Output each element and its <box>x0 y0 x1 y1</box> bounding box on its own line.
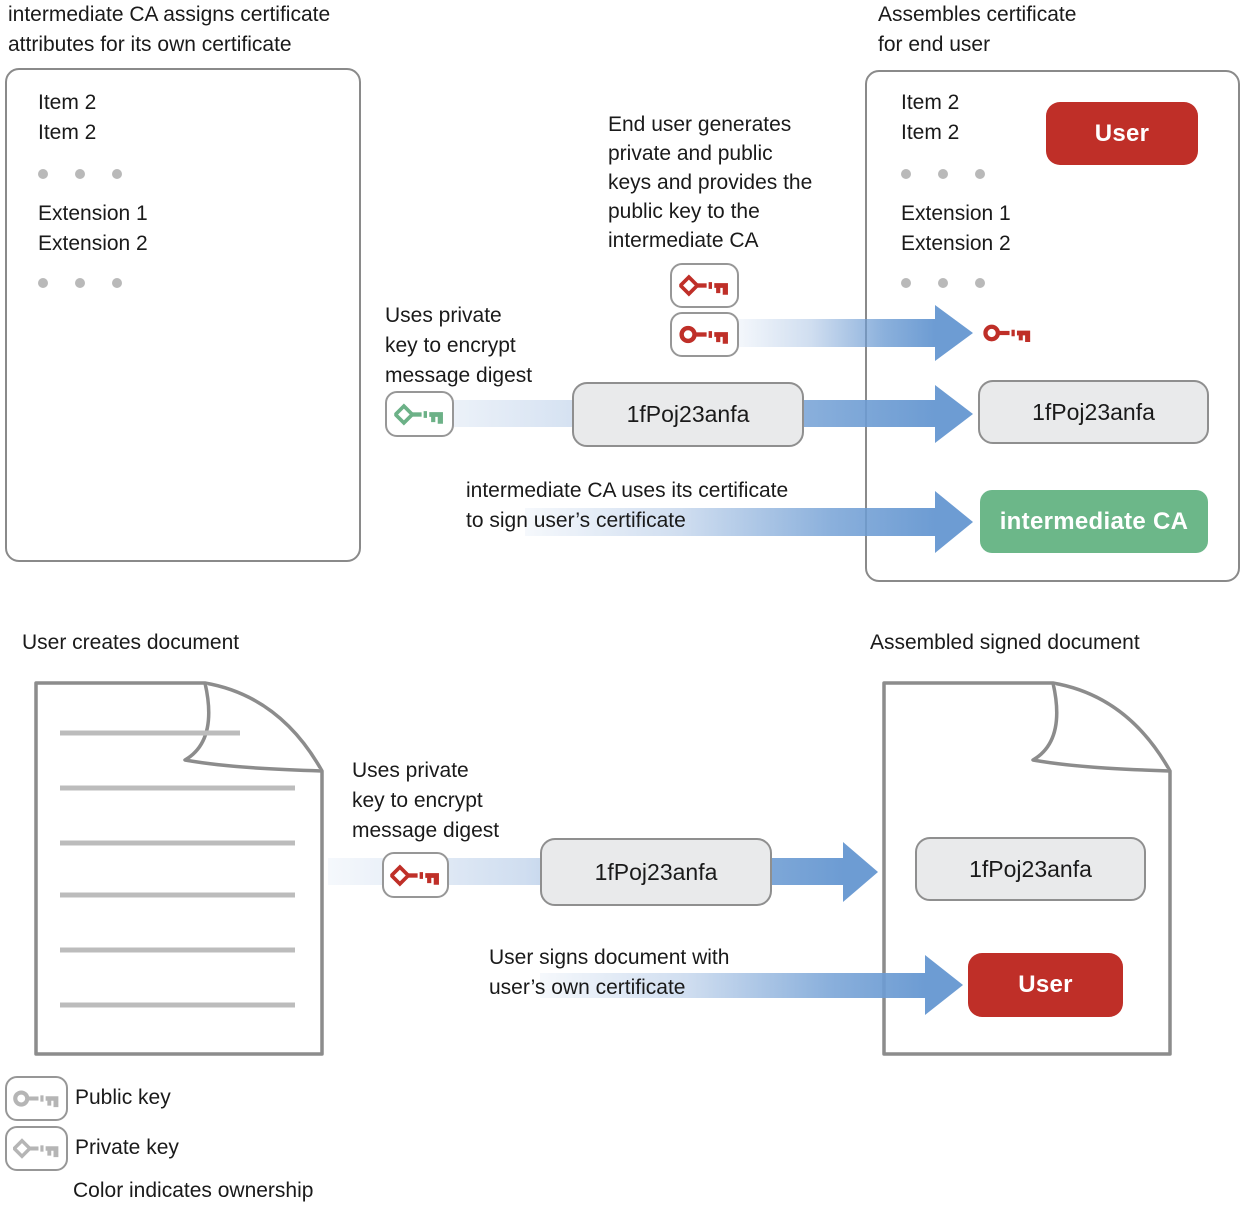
private-key-icon-green <box>385 391 454 437</box>
arrow-sign-cert-shaft <box>525 508 935 536</box>
sign-document-note: User signs document with user’s own cert… <box>489 943 729 1003</box>
sign-certificate-note: intermediate CA uses its certificate to … <box>466 476 788 536</box>
cert-extensions: Extension 1 Extension 2 <box>38 199 148 259</box>
title-line: attributes for its own certificate <box>8 33 292 56</box>
public-key-icon-legend <box>5 1076 68 1121</box>
digest-box: 1fPoj23anfa <box>572 382 804 447</box>
arrow-sign-doc-head <box>925 955 963 1015</box>
note-line: keys and provides the <box>608 171 813 194</box>
arrow-digest-head <box>935 385 973 443</box>
note-line: to sign user’s certificate <box>466 509 686 532</box>
cert-item-line: Item 2 <box>901 121 960 144</box>
note-line: User signs document with <box>489 946 730 969</box>
user-badge: User <box>1046 102 1198 165</box>
note-line: intermediate CA uses its certificate <box>466 479 789 502</box>
ellipsis-dots <box>38 278 149 288</box>
user-badge: User <box>968 953 1123 1017</box>
cert-item-line: Item 2 <box>38 121 97 144</box>
cert-items: Item 2 Item 2 <box>38 88 96 148</box>
cert-extensions: Extension 1 Extension 2 <box>901 199 1011 259</box>
note-line: message digest <box>385 364 533 387</box>
document-icon <box>34 681 324 1056</box>
private-key-icon <box>382 852 449 898</box>
digest-box: 1fPoj23anfa <box>540 838 772 906</box>
cert-extension-line: Extension 1 <box>901 202 1011 225</box>
bottom-left-title: User creates document <box>22 631 240 654</box>
note-line: user’s own certificate <box>489 976 686 999</box>
note-line: End user generates <box>608 113 792 136</box>
top-right-title: Assembles certificate for end user <box>878 0 1076 60</box>
note-line: key to encrypt <box>352 789 483 812</box>
uses-private-key-note: Uses private key to encrypt message dige… <box>352 756 499 846</box>
legend-public-key-label: Public key <box>75 1086 171 1109</box>
note-line: message digest <box>352 819 500 842</box>
arrow-doc-digest-head <box>843 842 878 902</box>
digest-box: 1fPoj23anfa <box>978 380 1209 444</box>
private-key-icon <box>670 263 739 308</box>
digest-box: 1fPoj23anfa <box>915 837 1146 901</box>
note-line: intermediate CA <box>608 229 759 252</box>
public-key-icon <box>983 319 1033 347</box>
note-line: public key to the <box>608 200 760 223</box>
cert-items: Item 2 Item 2 <box>901 88 959 148</box>
intermediate-ca-badge: intermediate CA <box>980 490 1208 553</box>
title-line: Assembles certificate <box>878 3 1077 26</box>
legend-private-key-label: Private key <box>75 1136 179 1159</box>
note-line: Uses private <box>352 759 469 782</box>
cert-extension-line: Extension 2 <box>901 232 1011 255</box>
private-key-icon-legend <box>5 1126 68 1171</box>
cert-extension-line: Extension 2 <box>38 232 148 255</box>
ellipsis-dots <box>901 278 1012 288</box>
legend-ownership-note: Color indicates ownership <box>73 1179 314 1202</box>
cert-extension-line: Extension 1 <box>38 202 148 225</box>
bottom-right-title: Assembled signed document <box>870 631 1140 654</box>
cert-item-line: Item 2 <box>901 91 960 114</box>
arrow-public-key-shaft <box>735 319 935 347</box>
note-line: private and public <box>608 142 773 165</box>
note-line: key to encrypt <box>385 334 516 357</box>
arrow-sign-doc-shaft <box>540 973 925 998</box>
title-line: for end user <box>878 33 991 56</box>
arrow-public-key-head <box>935 305 973 361</box>
uses-private-key-note: Uses private key to encrypt message dige… <box>385 301 532 391</box>
public-key-icon <box>670 312 739 357</box>
end-user-keys-note: End user generates private and public ke… <box>608 110 812 255</box>
arrow-sign-cert-head <box>935 491 973 553</box>
note-line: Uses private <box>385 304 502 327</box>
cert-item-line: Item 2 <box>38 91 97 114</box>
title-line: intermediate CA assigns certificate <box>8 3 331 26</box>
ellipsis-dots <box>901 169 1012 179</box>
intermediate-ca-cert-box <box>5 68 361 562</box>
top-left-title: intermediate CA assigns certificate attr… <box>8 0 330 60</box>
ellipsis-dots <box>38 169 149 179</box>
